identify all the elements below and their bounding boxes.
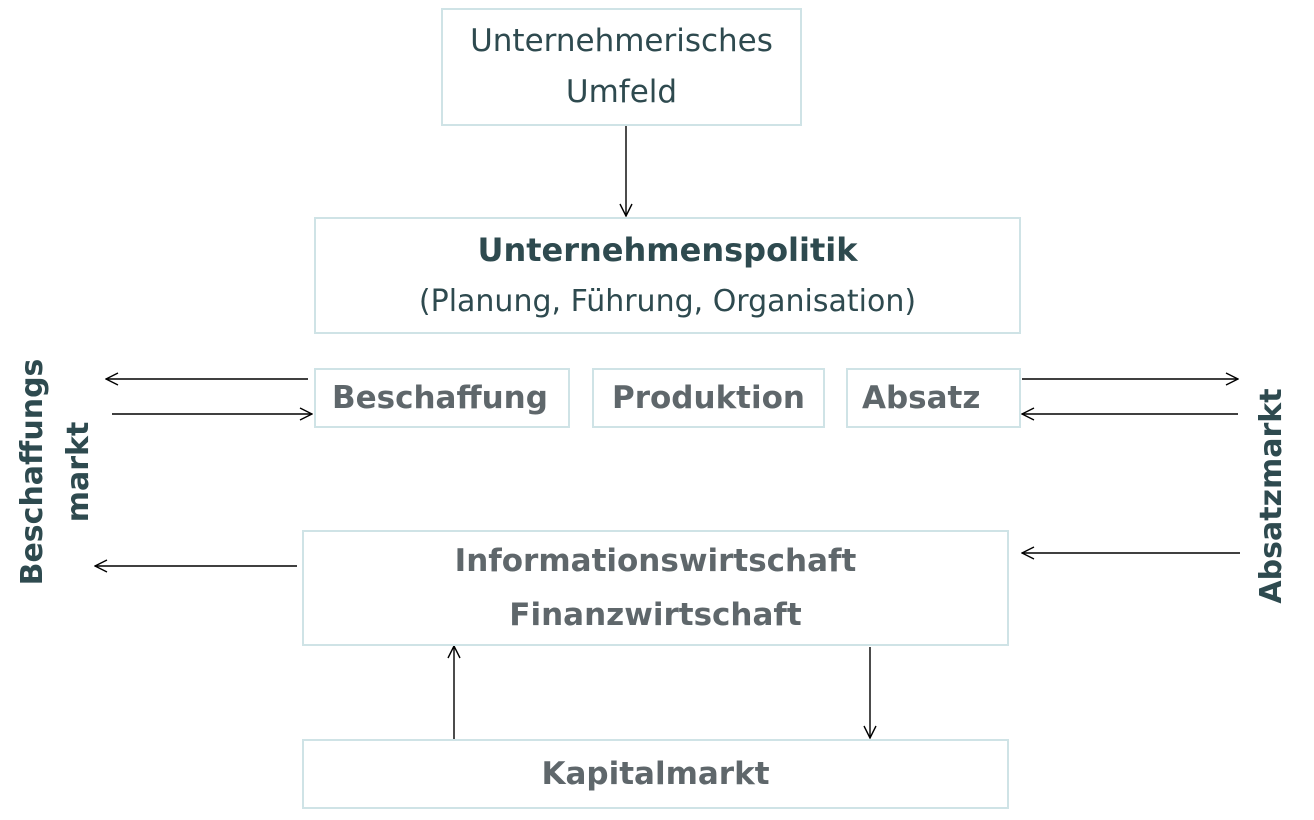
kapital-label: Kapitalmarkt <box>541 756 770 792</box>
umfeld-line1: Unternehmerisches <box>470 23 773 59</box>
kapital-box: Kapitalmarkt <box>302 739 1009 809</box>
beschaffung-label: Beschaffung <box>332 380 548 416</box>
beschaffung-box: Beschaffung <box>314 368 570 428</box>
umfeld-line2: Umfeld <box>565 74 678 110</box>
absatz-box: Absatz <box>846 368 1021 428</box>
produktion-label: Produktion <box>612 380 805 416</box>
beschaffungsmarkt-line2: markt <box>61 421 96 523</box>
politik-box: Unternehmenspolitik (Planung, Führung, O… <box>314 217 1021 334</box>
beschaffungsmarkt-line1: Beschaffungs <box>15 358 50 586</box>
umfeld-box: Unternehmerisches Umfeld <box>441 8 802 126</box>
produktion-box: Produktion <box>592 368 825 428</box>
information-box: Informationswirtschaft Finanzwirtschaft <box>302 530 1009 646</box>
absatz-label: Absatz <box>862 380 981 416</box>
politik-title: Unternehmenspolitik <box>477 230 858 269</box>
absatzmarkt-text: Absatzmarkt <box>1254 388 1289 604</box>
beschaffungsmarkt-label: Beschaffungs markt <box>10 359 102 586</box>
politik-subtitle: (Planung, Führung, Organisation) <box>418 283 917 319</box>
information-line2: Finanzwirtschaft <box>509 597 802 633</box>
information-line1: Informationswirtschaft <box>454 543 857 579</box>
absatzmarkt-label: Absatzmarkt <box>1249 388 1295 603</box>
